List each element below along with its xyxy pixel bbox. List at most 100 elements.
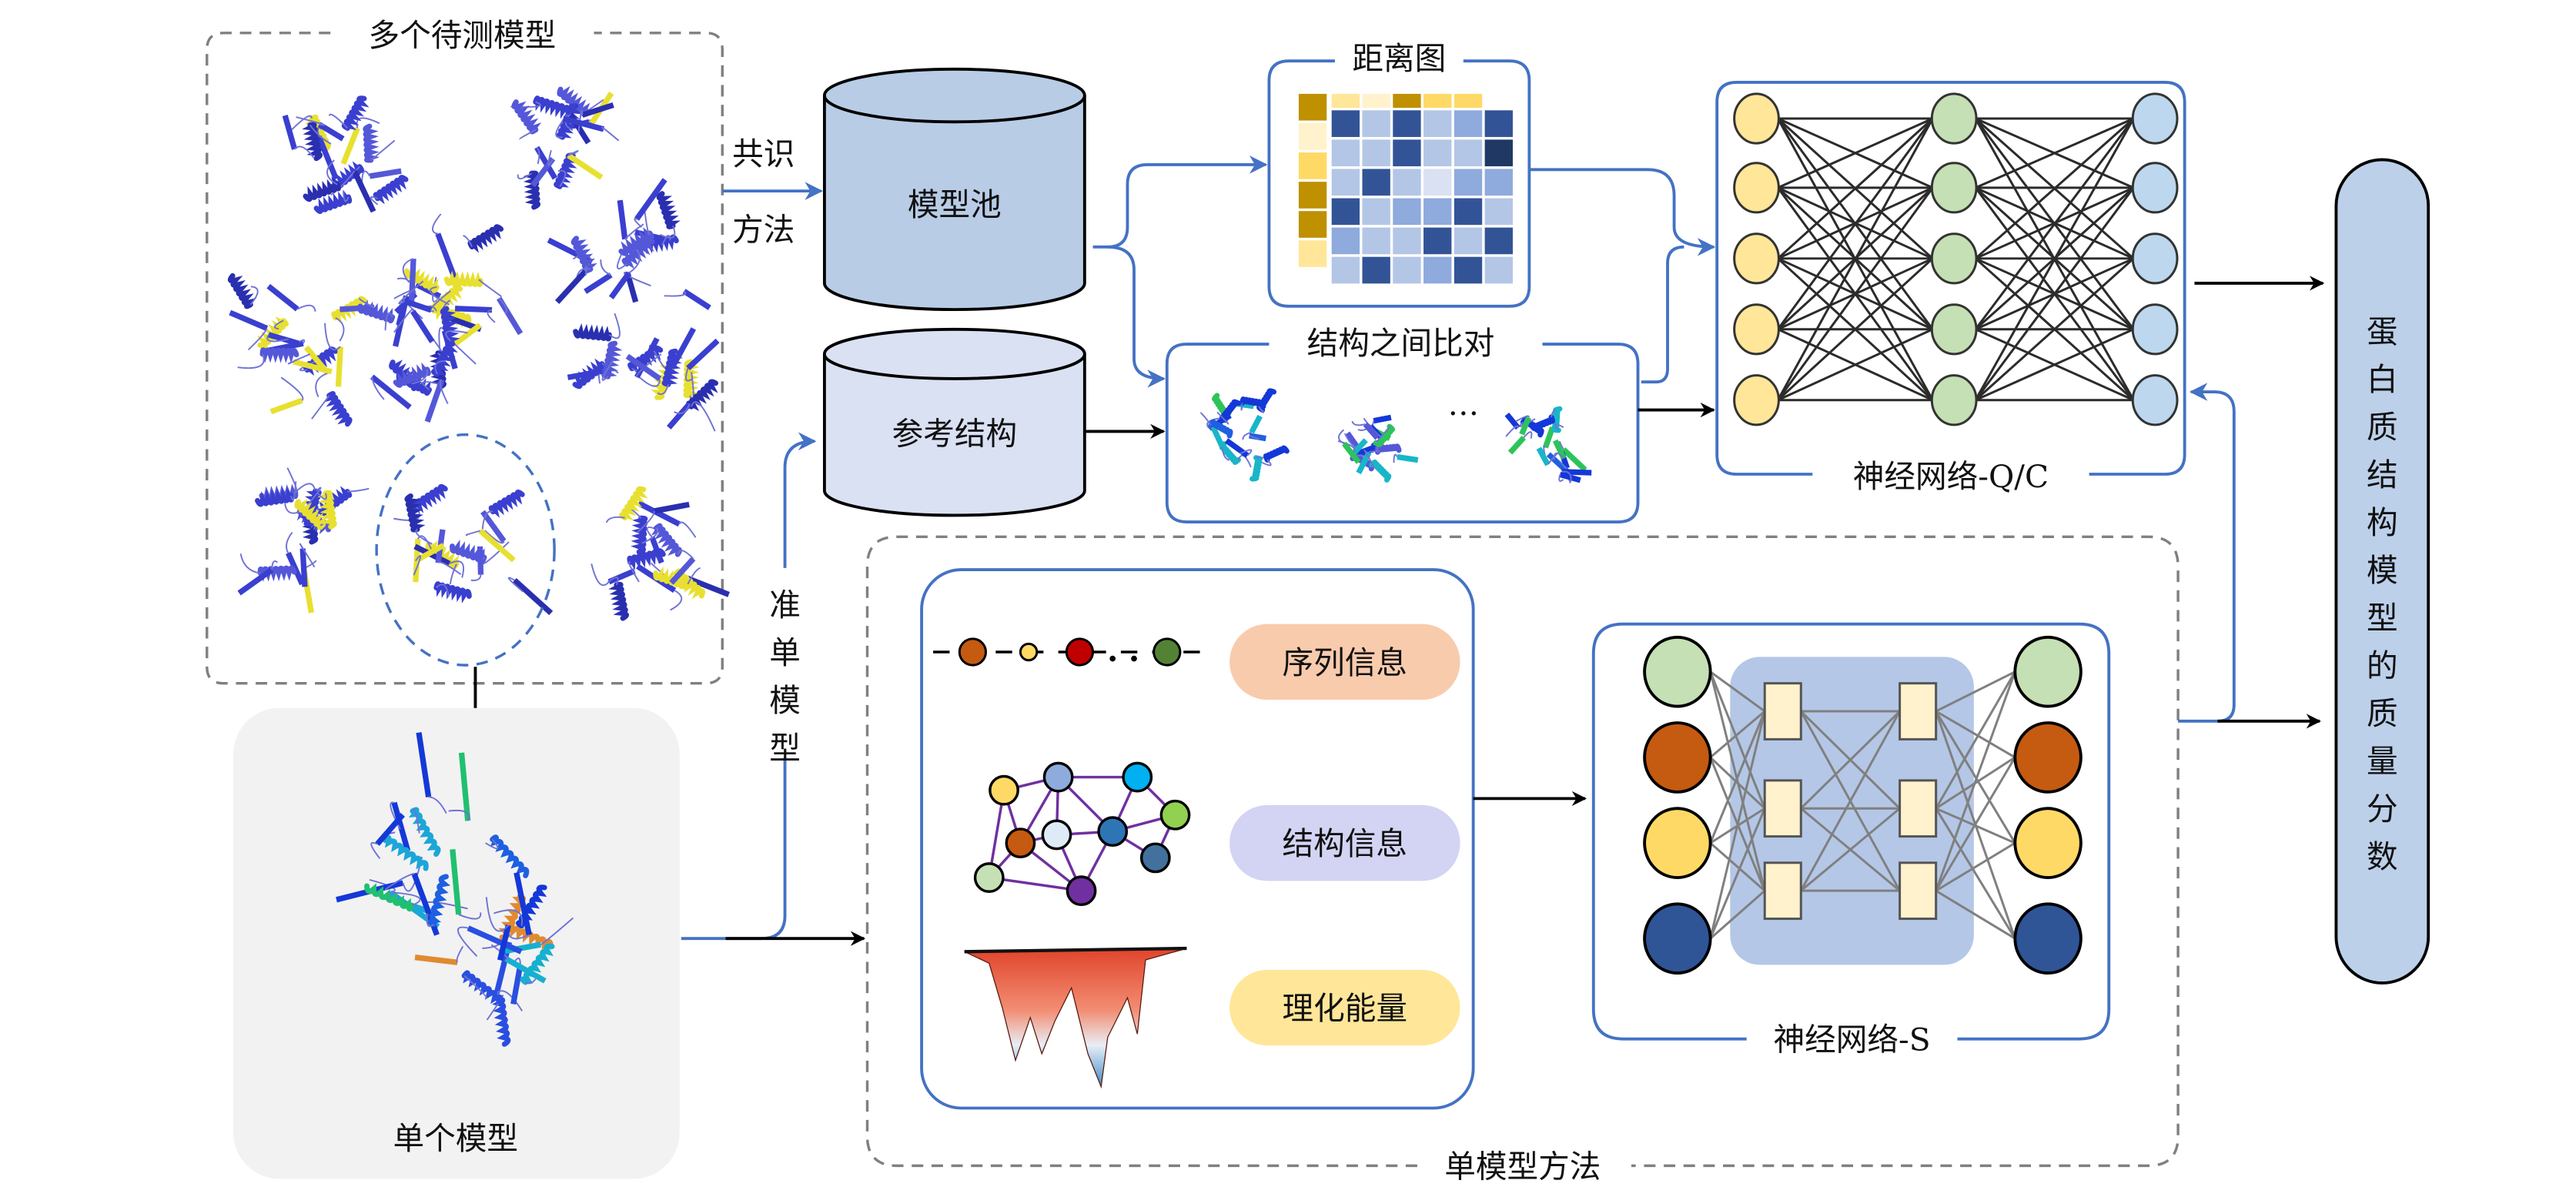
method-to-nn-qc-arrow bbox=[2178, 383, 2236, 723]
nn-s-output-node bbox=[2013, 807, 2083, 879]
nn-s-edge bbox=[1709, 711, 1766, 939]
graph-node bbox=[1066, 875, 1097, 907]
nn-s-edge bbox=[1709, 710, 1766, 759]
nn-s-hidden-node bbox=[1899, 682, 1938, 741]
feature-pill: 理化能量 bbox=[1229, 969, 1460, 1046]
nn-qc-edge bbox=[1777, 118, 1934, 330]
sequence-residue bbox=[1019, 642, 1039, 662]
graph-node bbox=[989, 774, 1019, 806]
nn-s-hidden-node bbox=[1763, 779, 1802, 838]
distance-cell bbox=[1423, 198, 1452, 226]
distance-cell bbox=[1362, 169, 1390, 196]
nn-s-output-node bbox=[2013, 721, 2083, 794]
distance-cell bbox=[1362, 227, 1390, 255]
nn-s-input-node bbox=[1643, 635, 1712, 708]
nn-s-edge bbox=[1935, 841, 2016, 892]
model-pool-top bbox=[822, 67, 1086, 124]
distance-cell bbox=[1393, 169, 1421, 196]
nn-qc-node bbox=[2131, 92, 2179, 145]
distance-cell bbox=[1331, 198, 1360, 226]
output-score-char: 结 bbox=[2367, 456, 2398, 493]
distance-cell bbox=[1484, 139, 1513, 167]
energy-rim bbox=[964, 946, 1187, 954]
distance-cell bbox=[1454, 139, 1483, 167]
quasi-single-char: 模 bbox=[769, 682, 801, 719]
model-pool-label: 模型池 bbox=[908, 186, 1002, 223]
multi-model-label: 多个待测模型 bbox=[368, 17, 556, 54]
nn-s-input-node bbox=[1643, 807, 1712, 879]
output-score-char: 模 bbox=[2367, 552, 2398, 589]
protein-ribbon-icon bbox=[237, 467, 370, 614]
multi-model-panel: 多个待测模型 bbox=[206, 17, 730, 685]
output-score-char: 白 bbox=[2367, 361, 2398, 398]
nn-s-output-node bbox=[2013, 902, 2083, 975]
reference-label: 参考结构 bbox=[892, 416, 1018, 453]
nn-s-hidden-node bbox=[1899, 861, 1938, 921]
nn-qc-node bbox=[1733, 162, 1780, 214]
distance-cell bbox=[1454, 256, 1483, 284]
nn-s-input-node bbox=[1643, 721, 1712, 794]
nn-s-edge bbox=[1935, 757, 2016, 891]
distance-cell bbox=[1331, 227, 1360, 255]
protein-ribbon-icon bbox=[393, 213, 524, 347]
single-model-label: 单个模型 bbox=[393, 1120, 519, 1157]
sequence-residue bbox=[1065, 637, 1095, 667]
energy-surface bbox=[964, 948, 1187, 1089]
sequence-residue bbox=[1153, 637, 1182, 667]
graph-node bbox=[1041, 819, 1072, 851]
nn-s-input-node bbox=[1643, 902, 1712, 975]
nn-qc-edge bbox=[1974, 186, 2135, 401]
sequence-ellipsis-dot bbox=[1131, 655, 1137, 662]
single-model-bg bbox=[233, 707, 680, 1179]
graph-node bbox=[1159, 799, 1191, 831]
distance-cell bbox=[1331, 139, 1360, 167]
nn-qc-edge bbox=[1777, 118, 1934, 401]
nn-qc-edge bbox=[1777, 117, 1934, 189]
nn-qc-edge bbox=[1975, 117, 2134, 189]
quasi-single-line-upper bbox=[783, 432, 817, 568]
distance-left-cell bbox=[1298, 93, 1327, 121]
quasi-single-char: 准 bbox=[769, 587, 801, 624]
nn-qc-node bbox=[2131, 162, 2179, 214]
nn-s-hidden-node bbox=[1899, 779, 1938, 838]
distance-cell bbox=[1331, 110, 1360, 137]
distance-cell bbox=[1393, 198, 1421, 226]
nn-qc-network bbox=[1733, 92, 2179, 426]
single-model-panel: 单个模型 bbox=[233, 707, 680, 1179]
distance-left-cell bbox=[1298, 122, 1327, 150]
nn-qc-node bbox=[1930, 162, 1978, 214]
distance-cell bbox=[1484, 227, 1513, 255]
nn-qc-node bbox=[1930, 374, 1978, 426]
nn-qc-panel: 神经网络-Q/C bbox=[1715, 81, 2186, 495]
protein-ribbon-icon bbox=[567, 313, 720, 432]
output-score-char: 量 bbox=[2367, 743, 2398, 780]
distance-map-grid bbox=[1298, 93, 1513, 284]
reference-body bbox=[822, 353, 1086, 517]
protein-ribbon-icon bbox=[547, 178, 711, 310]
distance-cell bbox=[1362, 256, 1390, 284]
feature-pill-label: 序列信息 bbox=[1283, 644, 1408, 681]
nn-s-edge bbox=[1709, 671, 1766, 891]
nn-qc-edge bbox=[1975, 117, 2135, 259]
nn-qc-node bbox=[2131, 374, 2179, 426]
consensus-label-2: 方法 bbox=[732, 211, 795, 248]
graph-node bbox=[973, 862, 1005, 893]
output-score-char: 质 bbox=[2367, 695, 2398, 732]
single-method-border bbox=[865, 535, 2180, 1168]
output-score-char: 质 bbox=[2367, 409, 2398, 446]
distance-cell bbox=[1393, 139, 1421, 167]
distance-cell bbox=[1423, 169, 1452, 196]
nn-s-edge bbox=[1709, 670, 1766, 713]
structure-compare-border bbox=[1165, 343, 1640, 523]
quasi-single-char: 型 bbox=[769, 730, 801, 767]
protein-ribbon-icon bbox=[510, 85, 620, 210]
nn-qc-edge bbox=[1975, 328, 2134, 402]
nn-qc-edge bbox=[1777, 328, 1934, 402]
compare-to-nn-line bbox=[1641, 245, 1684, 384]
nn-s-edge bbox=[1935, 670, 2016, 809]
nn-s-edge bbox=[1935, 670, 2016, 713]
quasi-single-char: 单 bbox=[769, 634, 801, 671]
protein-ribbon-icon bbox=[414, 871, 574, 1047]
protein-ribbon-icon bbox=[590, 486, 730, 621]
